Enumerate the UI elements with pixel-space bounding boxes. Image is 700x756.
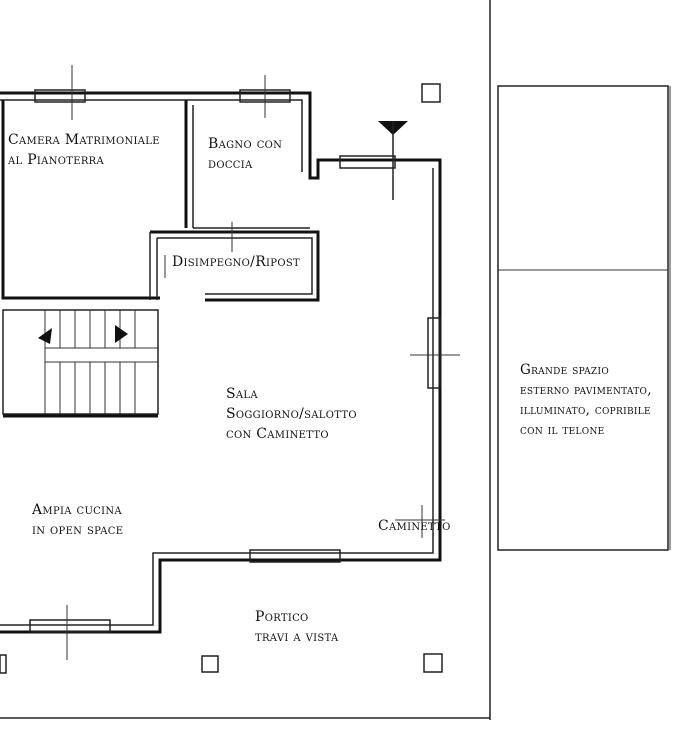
label-portico: Portico travi a vista <box>255 609 339 645</box>
terrace-outline <box>497 85 671 551</box>
pillars <box>0 83 443 674</box>
house-outer-walls <box>0 91 442 634</box>
bedroom-walls <box>1 100 310 300</box>
fireplace-mark <box>395 505 445 538</box>
label-disimpegno: Disimpegno/Ripost <box>172 254 300 270</box>
label-esterno: Grande spazio esterno pavimentato, illum… <box>520 362 652 438</box>
label-sala: Sala Soggiorno/salotto con Caminetto <box>226 386 357 442</box>
antenna-symbol <box>378 121 408 200</box>
window-marks <box>29 65 460 660</box>
hallway-walls <box>149 230 320 302</box>
label-caminetto: Caminetto <box>378 518 451 534</box>
staircase <box>2 309 159 418</box>
label-camera-matrimoniale: Camera Matrimoniale al Pianoterra <box>8 132 160 168</box>
label-cucina: Ampia cucina in open space <box>32 502 124 538</box>
label-bagno: Bagno con doccia <box>208 136 283 172</box>
